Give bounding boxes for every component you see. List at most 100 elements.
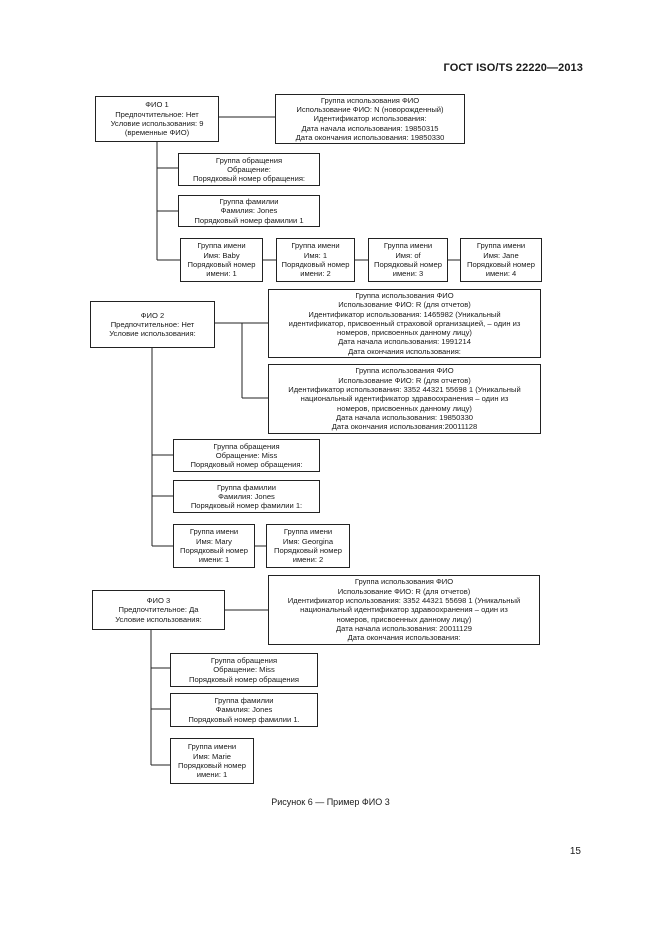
fio1-name-box: ФИО 1 Предпочтительное: Нет Условие испо… bbox=[95, 96, 219, 142]
box-line: Обращение: bbox=[227, 164, 271, 174]
fio1-given-name-box-4: Группа имени Имя: Jane Порядковый номер … bbox=[460, 238, 542, 282]
box-line: Группа использования ФИО bbox=[320, 95, 420, 105]
box-line: Группа использования ФИО bbox=[355, 290, 454, 300]
box-line: Группа обращения bbox=[215, 155, 283, 165]
box-line: Дата начала использования: 1991214 bbox=[338, 337, 471, 347]
box-line: Использование ФИО: R (для отчетов) bbox=[338, 300, 471, 310]
fio2-given-name-box-2: Группа имени Имя: Georgina Порядковый но… bbox=[266, 524, 350, 568]
box-line: Порядковый номер bbox=[187, 260, 256, 269]
fio1-surname-group-box: Группа фамилии Фамилия: Jones Порядковый… bbox=[178, 195, 320, 227]
fio2-address-group-box: Группа обращения Обращение: Miss Порядко… bbox=[173, 439, 320, 472]
box-line: Порядковый номер обращения: bbox=[192, 174, 306, 184]
fio3-address-group-box: Группа обращения Обращение: Miss Порядко… bbox=[170, 653, 318, 687]
figure-caption: Рисунок 6 — Пример ФИО 3 bbox=[271, 797, 390, 807]
box-line: Группа использования ФИО bbox=[354, 577, 454, 587]
box-line: Предпочтительное: Да bbox=[118, 605, 199, 615]
fio2-given-name-box-1: Группа имени Имя: Mary Порядковый номер … bbox=[173, 524, 255, 568]
box-line: (временные ФИО) bbox=[124, 128, 190, 138]
box-line: Имя: Georgina bbox=[282, 536, 334, 546]
fio3-name-box: ФИО 3 Предпочтительное: Да Условие испол… bbox=[92, 590, 225, 630]
fio2-surname-group-box: Группа фамилии Фамилия: Jones Порядковый… bbox=[173, 480, 320, 513]
box-line: Фамилия: Jones bbox=[215, 705, 273, 715]
box-line: Имя: Mary bbox=[196, 536, 232, 546]
box-line: имени: 1 bbox=[196, 770, 228, 780]
box-line: имени: 1 bbox=[206, 269, 237, 279]
box-line: номеров, присвоенных данному лицу) bbox=[337, 328, 472, 338]
box-line: имени: 2 bbox=[300, 269, 331, 279]
fio1-address-group-box: Группа обращения Обращение: Порядковый н… bbox=[178, 153, 320, 186]
box-line: Группа фамилии bbox=[219, 197, 279, 207]
box-line: Дата окончания использования:20011128 bbox=[331, 422, 478, 432]
fio1-usage-group-box: Группа использования ФИО Использование Ф… bbox=[275, 94, 465, 144]
box-line: Порядковый номер bbox=[281, 260, 350, 269]
box-line: Фамилия: Jones bbox=[218, 491, 275, 501]
box-line: Группа имени bbox=[187, 742, 237, 752]
box-line: Группа имени bbox=[383, 241, 433, 251]
box-line: Группа имени bbox=[476, 241, 526, 251]
fio1-given-name-box-3: Группа имени Имя: of Порядковый номер им… bbox=[368, 238, 448, 282]
box-line: Порядковый номер bbox=[180, 546, 248, 555]
box-line: Идентификатор использования: bbox=[313, 114, 427, 124]
box-line: Идентификатор использования: 1465982 (Ун… bbox=[308, 309, 501, 319]
box-line: ФИО 1 bbox=[145, 100, 169, 110]
box-line: Предпочтительное: Нет bbox=[110, 319, 195, 329]
box-line: Использование ФИО: R (для отчетов) bbox=[337, 586, 471, 596]
fio2-name-box: ФИО 2 Предпочтительное: Нет Условие испо… bbox=[90, 301, 215, 348]
box-line: Имя: Baby bbox=[203, 250, 240, 260]
box-line: Группа имени bbox=[197, 241, 246, 251]
box-line: Дата начала использования: 20011129 bbox=[336, 623, 472, 633]
box-line: Имя: 1 bbox=[303, 250, 328, 260]
box-line: Обращение: Miss bbox=[215, 450, 278, 460]
box-line: номеров, присвоенных данному лицу) bbox=[337, 403, 472, 413]
box-line: Группа имени bbox=[283, 527, 333, 537]
fio2-usage-group-box-2: Группа использования ФИО Использование Ф… bbox=[268, 364, 541, 434]
box-line: Имя: Jane bbox=[483, 250, 519, 260]
box-line: ФИО 2 bbox=[140, 310, 165, 320]
box-line: Группа обращения bbox=[210, 656, 278, 666]
box-line: Условие использования: bbox=[115, 614, 202, 624]
box-line: Идентификатор использования: 3352 44321 … bbox=[287, 596, 521, 606]
fio3-given-name-box-1: Группа имени Имя: Marie Порядковый номер… bbox=[170, 738, 254, 784]
fio1-given-name-box-1: Группа имени Имя: Baby Порядковый номер … bbox=[180, 238, 263, 282]
box-line: Имя: Marie bbox=[193, 751, 231, 761]
box-line: Порядковый номер фамилии 1 bbox=[194, 215, 304, 225]
fio3-surname-group-box: Группа фамилии Фамилия: Jones Порядковый… bbox=[170, 693, 318, 727]
box-line: идентификатор, присвоенный страховой орг… bbox=[288, 318, 521, 328]
box-line: Дата начала использования: 19850315 bbox=[301, 123, 439, 133]
box-line: Порядковый номер bbox=[467, 260, 535, 269]
box-line: Дата окончания использования: bbox=[347, 633, 461, 643]
box-line: Порядковый номер bbox=[274, 546, 342, 555]
box-line: Группа обращения bbox=[213, 441, 280, 451]
box-line: Условие использования: 9 bbox=[110, 119, 204, 128]
fio1-given-name-box-2: Группа имени Имя: 1 Порядковый номер име… bbox=[276, 238, 355, 282]
box-line: Фамилия: Jones bbox=[220, 206, 278, 216]
box-line: имени: 4 bbox=[485, 269, 517, 279]
fio3-usage-group-box: Группа использования ФИО Использование Ф… bbox=[268, 575, 540, 645]
box-line: национальный идентификатор здравоохранен… bbox=[300, 605, 508, 615]
box-line: Имя: of bbox=[395, 250, 421, 260]
box-line: имени: 3 bbox=[392, 269, 424, 279]
box-line: имени: 2 bbox=[292, 555, 324, 565]
box-line: Группа фамилии bbox=[216, 482, 277, 492]
box-line: ФИО 3 bbox=[146, 596, 171, 606]
box-line: Обращение: Miss bbox=[213, 665, 275, 675]
box-line: Дата начала использования: 19850330 bbox=[335, 412, 474, 422]
document-header: ГОСТ ISO/TS 22220—2013 bbox=[443, 62, 583, 74]
box-line: Группа имени bbox=[189, 527, 239, 537]
box-line: номеров, присвоенных данному лицу) bbox=[336, 614, 472, 624]
box-line: Порядковый номер фамилии 1. bbox=[188, 714, 300, 724]
box-line: Использование ФИО: R (для отчетов) bbox=[338, 375, 471, 385]
fio2-usage-group-box-1: Группа использования ФИО Использование Ф… bbox=[268, 289, 541, 358]
box-line: Порядковый номер обращения bbox=[189, 674, 299, 684]
box-line: Группа использования ФИО bbox=[355, 366, 454, 376]
page-number: 15 bbox=[569, 846, 581, 857]
box-line: Порядковый номер обращения: bbox=[190, 460, 303, 470]
box-line: Порядковый номер bbox=[178, 761, 246, 770]
box-line: Дата окончания использования: bbox=[348, 346, 461, 356]
box-line: Условие использования: bbox=[109, 329, 196, 339]
box-line: Предпочтительное: Нет bbox=[115, 109, 199, 119]
box-line: Дата окончания использования: 19850330 bbox=[295, 132, 445, 142]
box-line: Использование ФИО: N (новорожденный) bbox=[296, 105, 444, 115]
box-line: Группа имени bbox=[291, 241, 340, 251]
